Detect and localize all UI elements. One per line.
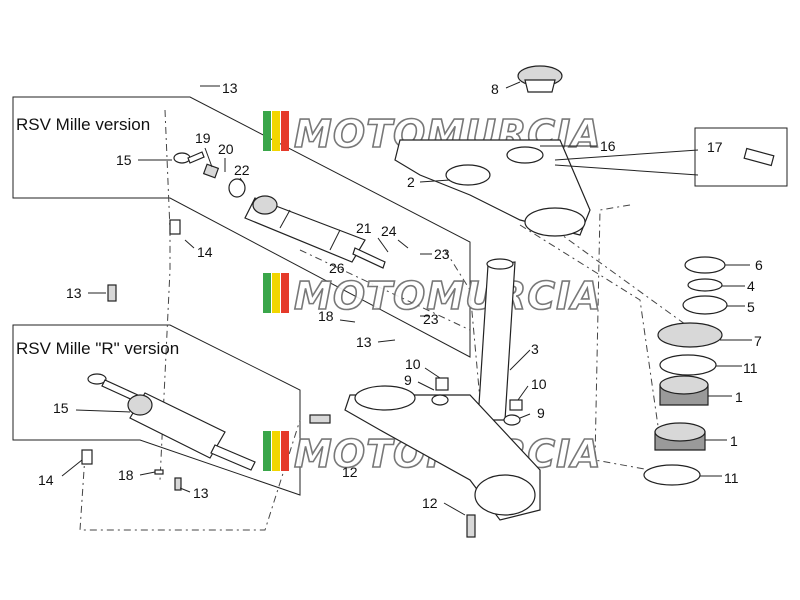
steering-stem-and-lower-clamp: [309, 258, 541, 538]
callout-label: 18: [118, 467, 134, 483]
svg-text:MOTOMURCIA: MOTOMURCIA: [294, 274, 602, 318]
callout-label: 21: [356, 220, 372, 236]
callout-label: 7: [754, 333, 762, 349]
callout-label: 17: [707, 139, 723, 155]
leader-lines: [61, 81, 752, 516]
callout-label: 13: [66, 285, 82, 301]
callout-label: 3: [531, 341, 539, 357]
callout-label: 11: [743, 360, 758, 376]
rsv-mille-r-box: [12, 324, 301, 496]
callout-label: 16: [600, 138, 616, 154]
rsv-mille-box: [12, 96, 471, 358]
callout-label: 14: [197, 244, 213, 260]
watermark-middle: MOTOMURCIA: [263, 273, 602, 319]
callout-label: 2: [407, 174, 415, 190]
callout-label: 13: [222, 80, 238, 96]
callout-label: 1: [735, 389, 743, 405]
part-17-box: [694, 127, 788, 187]
callout-label: 6: [755, 257, 763, 273]
steering-damper-rsv-mille-r: [81, 284, 256, 491]
callout-label: 15: [53, 400, 69, 416]
callout-label: 18: [318, 308, 334, 324]
steering-bearing-stack: [643, 256, 728, 486]
steering-damper-rsv-mille: [169, 151, 386, 269]
callout-label: 10: [531, 376, 547, 392]
assembly-guide-lines: [79, 109, 701, 531]
callout-label: 9: [537, 405, 545, 421]
callout-label: 4: [747, 278, 755, 294]
callout-label: 9: [404, 372, 412, 388]
callout-label: 5: [747, 299, 755, 315]
rsv-mille-r-version-label: RSV Mille "R" version: [16, 339, 179, 358]
callout-label: 13: [193, 485, 209, 501]
callout-label: 8: [491, 81, 499, 97]
callout-label: 13: [356, 334, 372, 350]
callout-numbers: 13 8 16 17 19 20 15 22 2 14 21 24 23 26 …: [38, 80, 763, 511]
callout-label: 26: [329, 260, 345, 276]
callout-label: 24: [381, 223, 397, 239]
callout-label: 14: [38, 472, 54, 488]
rsv-mille-version-label: RSV Mille version: [16, 115, 150, 134]
callout-label: 10: [405, 356, 421, 372]
callout-label: 12: [342, 464, 358, 480]
callout-label: 11: [724, 470, 739, 486]
callout-label: 1: [730, 433, 738, 449]
callout-label: 23: [434, 246, 450, 262]
callout-label: 12: [422, 495, 438, 511]
callout-label: 19: [195, 130, 211, 146]
callout-label: 23: [423, 311, 439, 327]
callout-label: 15: [116, 152, 132, 168]
callout-label: 22: [234, 162, 250, 178]
callout-label: 20: [218, 141, 234, 157]
upper-triple-clamp: [394, 65, 775, 237]
